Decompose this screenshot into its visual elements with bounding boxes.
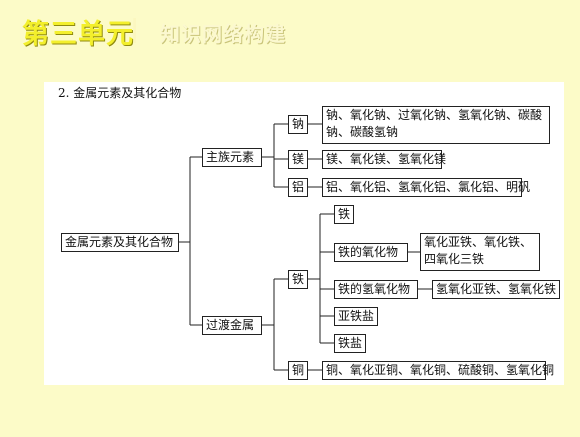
transition-group-node: 过渡金属 [202, 316, 262, 335]
connector-lines [179, 123, 432, 371]
unit-title: 第三单元 [22, 19, 134, 50]
sodium-node: 钠 [288, 115, 308, 134]
iron-oxides-list: 氧化亚铁、氧化铁、四氧化三铁 [420, 233, 540, 271]
iron-element-node: 铁 [334, 205, 354, 224]
diagram-panel: 2. 金属元素及其化合物 [44, 82, 564, 385]
aluminum-compounds: 铝、氧化铝、氢氧化铝、氯化铝、明矾 [322, 178, 530, 197]
main-group-node: 主族元素 [202, 148, 262, 167]
copper-node: 铜 [288, 361, 308, 380]
unit-subtitle: 知识网络构建 [160, 22, 286, 46]
ferric-salt-node: 铁盐 [334, 334, 366, 353]
copper-compounds: 铜、氧化亚铜、氧化铜、硫酸铜、氢氧化铜 [322, 361, 554, 380]
iron-hydroxides-list: 氢氧化亚铁、氢氧化铁 [432, 280, 560, 299]
root-node: 金属元素及其化合物 [61, 233, 179, 252]
ferrous-salt-node: 亚铁盐 [334, 307, 378, 326]
sodium-compounds: 钠、氧化钠、过氧化钠、氢氧化钠、碳酸钠、碳酸氢钠 [322, 106, 550, 144]
magnesium-compounds: 镁、氧化镁、氢氧化镁 [322, 150, 446, 169]
iron-oxides-node: 铁的氧化物 [334, 243, 408, 262]
magnesium-node: 镁 [288, 150, 308, 169]
title-separator: | [130, 14, 140, 43]
diagram-heading: 2. 金属元素及其化合物 [58, 86, 182, 100]
title-bar: 第三单元 | 知识网络构建 [0, 0, 580, 62]
aluminum-node: 铝 [288, 178, 308, 197]
iron-hydroxides-node: 铁的氢氧化物 [334, 280, 418, 299]
iron-node: 铁 [288, 270, 308, 289]
